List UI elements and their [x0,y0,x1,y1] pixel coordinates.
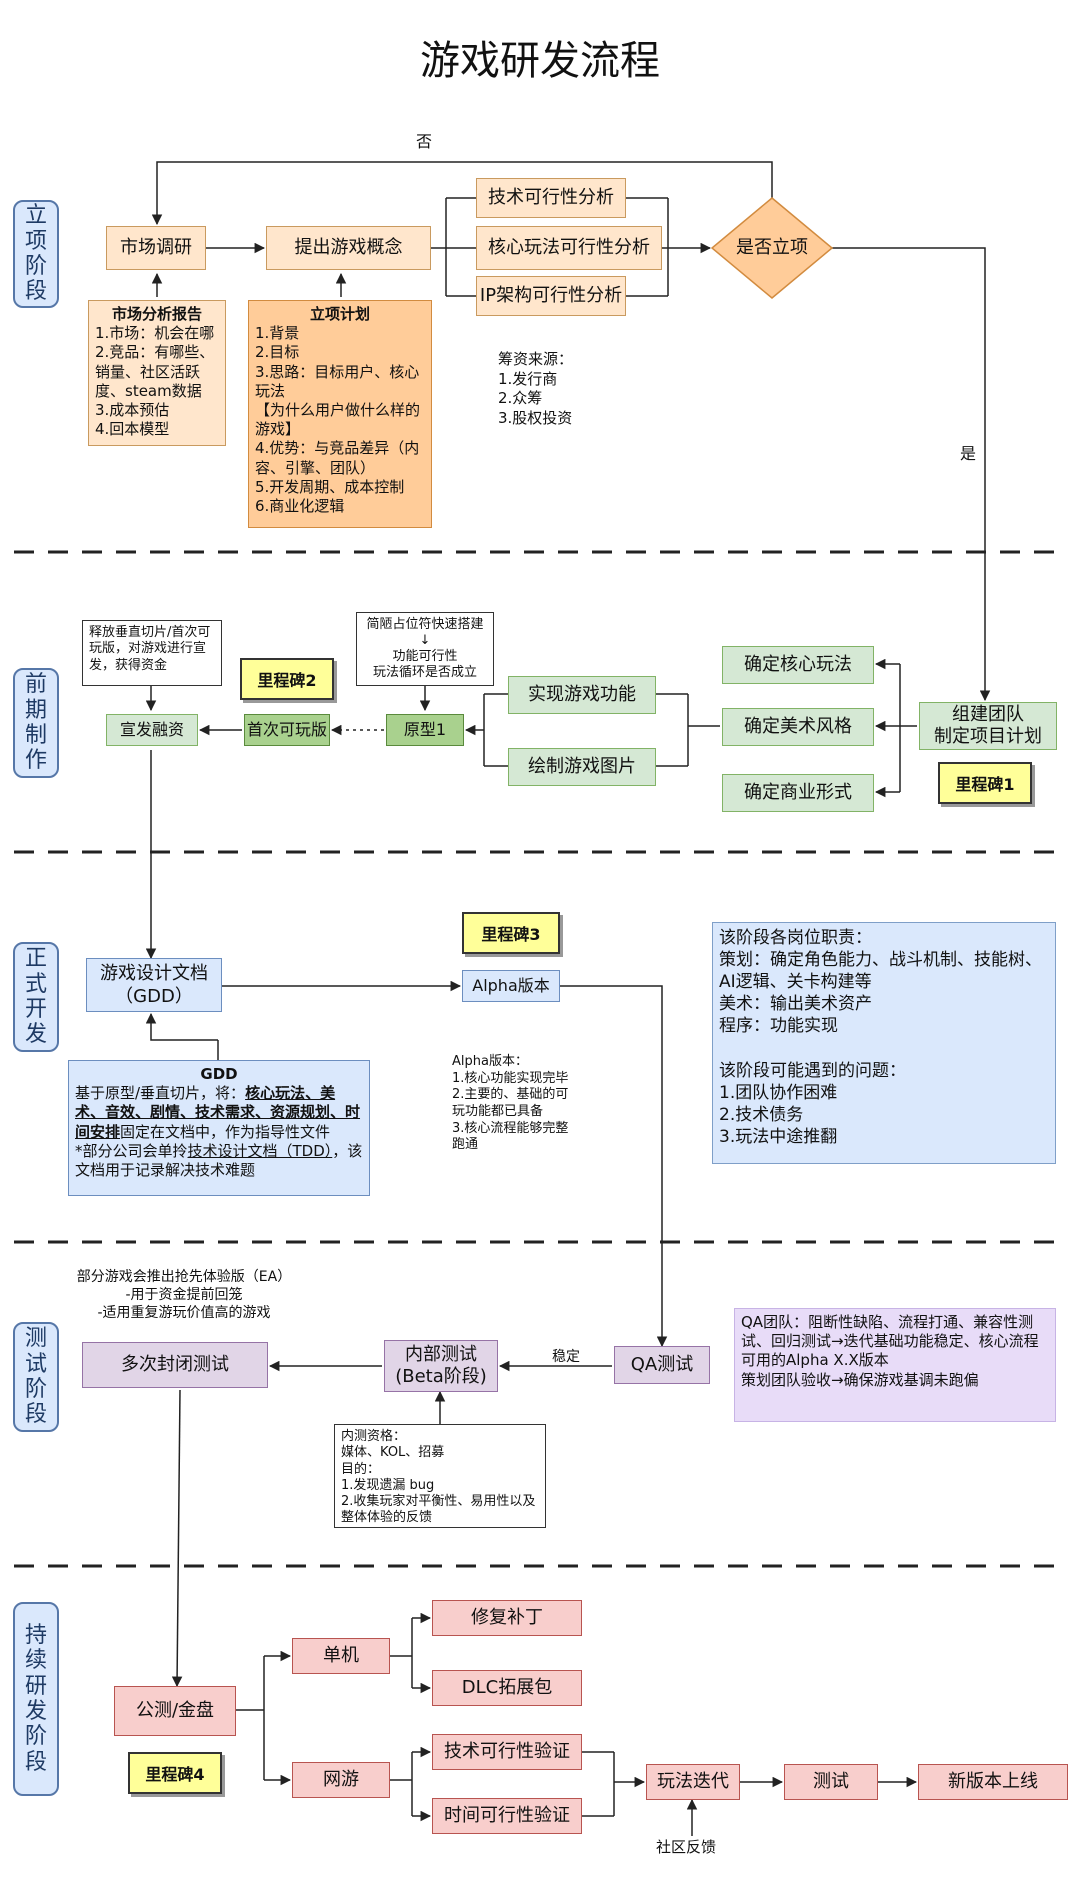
gdd-note-intro: 基于原型/垂直切片，将： [75,1084,246,1103]
online-game-node[interactable]: 网游 [292,1762,390,1798]
gdd-node[interactable]: 游戏设计文档 （GDD） [86,958,222,1012]
alpha-note: Alpha版本： 1.核心功能实现完毕 2.主要的、基础的可玩功能都已具备 3.… [452,1054,569,1153]
stage-preproduction: 前 期 制 作 [13,668,59,778]
gameplay-iteration-node[interactable]: 玩法迭代 [646,1764,740,1800]
prototype-node[interactable]: 原型1 [386,714,464,746]
release-node[interactable]: 公测/金盘 [114,1686,236,1736]
dlc-node[interactable]: DLC拓展包 [432,1670,582,1706]
promotion-funding-node[interactable]: 宣发融资 [106,714,198,746]
tech-verify-node[interactable]: 技术可行性验证 [432,1734,582,1770]
draw-graphics-node[interactable]: 绘制游戏图片 [508,748,656,786]
art-style-node[interactable]: 确定美术风格 [722,708,874,746]
closed-tests-node[interactable]: 多次封闭测试 [82,1342,268,1388]
early-access-note: 部分游戏会推出抢先体验版（EA） -用于资金提前回笼 -适用重复游玩价值高的游戏 [76,1269,292,1322]
time-verify-node[interactable]: 时间可行性验证 [432,1798,582,1834]
milestone-2: 里程碑2 [240,658,334,700]
stage-dividers [14,550,1066,1568]
stage-live-ops: 持 续 研 发 阶 段 [13,1602,59,1796]
core-gameplay-node[interactable]: 确定核心玩法 [722,646,874,684]
propose-concept-node[interactable]: 提出游戏概念 [266,226,431,270]
roles-note: 该阶段各岗位职责： 策划：确定角色能力、战斗机制、技能树、AI逻辑、关卡构建等 … [712,922,1056,1164]
stage-testing: 测 试 阶 段 [13,1322,59,1432]
decision-label[interactable]: 是否立项 [736,236,808,258]
qa-team-note: QA团队：阻断性缺陷、流程打通、兼容性测试、回归测试→迭代基础功能稳定、核心流程… [734,1308,1056,1422]
qa-test-node[interactable]: QA测试 [614,1346,710,1384]
promotion-note: 释放垂直切片/首次可玩版，对游戏进行宣发，获得资金 [82,620,222,686]
alpha-version-node[interactable]: Alpha版本 [462,970,560,1002]
decision-diamond [710,197,834,299]
gdd-note-tdd: 技术设计文档（TDD） [187,1141,333,1160]
prototype-note: 简陋占位符快速搭建 ↓ 功能可行性 玩法循环是否成立 [356,612,494,686]
gdd-note-emphasis: 核心玩法、美术、音效、剧情、技术需求、资源规划、时间安排 [75,1084,361,1141]
new-version-launch-node[interactable]: 新版本上线 [918,1764,1068,1800]
label-yes: 是 [960,444,977,463]
community-feedback-label: 社区反馈 [656,1838,717,1856]
stage-approval: 立 项 阶 段 [13,200,59,308]
funding-sources: 筹资来源： 1.发行商 2.众筹 3.股权投资 [498,350,574,427]
market-report-title: 市场分析报告 [111,305,202,323]
first-playable-node[interactable]: 首次可玩版 [244,714,330,746]
build-team-node[interactable]: 组建团队 制定项目计划 [919,702,1057,750]
page-title: 游戏研发流程 [420,38,660,84]
gdd-note-title: GDD [200,1065,238,1083]
beta-test-node[interactable]: 内部测试 (Beta阶段) [384,1340,498,1392]
gdd-note-mid: 固定在文档中，作为指导性文件 *部分公司会单拎 [75,1122,331,1160]
implement-features-node[interactable]: 实现游戏功能 [508,676,656,714]
tech-feasibility-node[interactable]: 技术可行性分析 [476,178,626,218]
stage-development: 正 式 开 发 [13,942,59,1052]
market-report-body: 1.市场：机会在哪 2.竞品：有哪些、销量、社区活跃度、steam数据 3.成本… [95,324,215,439]
business-model-node[interactable]: 确定商业形式 [722,774,874,812]
beta-qualification-note: 内测资格： 媒体、KOL、招募 目的： 1.发现遗漏 bug 2.收集玩家对平衡… [334,1424,546,1528]
testing-node[interactable]: 测试 [784,1764,878,1800]
ip-feasibility-node[interactable]: IP架构可行性分析 [476,276,626,316]
milestone-3: 里程碑3 [462,912,560,954]
single-player-node[interactable]: 单机 [292,1638,390,1674]
patch-node[interactable]: 修复补丁 [432,1600,582,1636]
project-plan-title: 立项计划 [309,305,370,323]
market-research-node[interactable]: 市场调研 [106,226,206,270]
milestone-4: 里程碑4 [128,1752,222,1794]
project-plan-body: 1.背景 2.目标 3.思路：目标用户、核心玩法 【为什么用户做什么样的游戏】 … [255,324,421,515]
gdd-note-end: ，该文档用于记录解决技术难题 [75,1141,363,1179]
label-no: 否 [416,132,433,151]
stable-label: 稳定 [552,1349,580,1365]
milestone-1: 里程碑1 [938,762,1032,804]
core-gameplay-feasibility-node[interactable]: 核心玩法可行性分析 [476,226,662,270]
